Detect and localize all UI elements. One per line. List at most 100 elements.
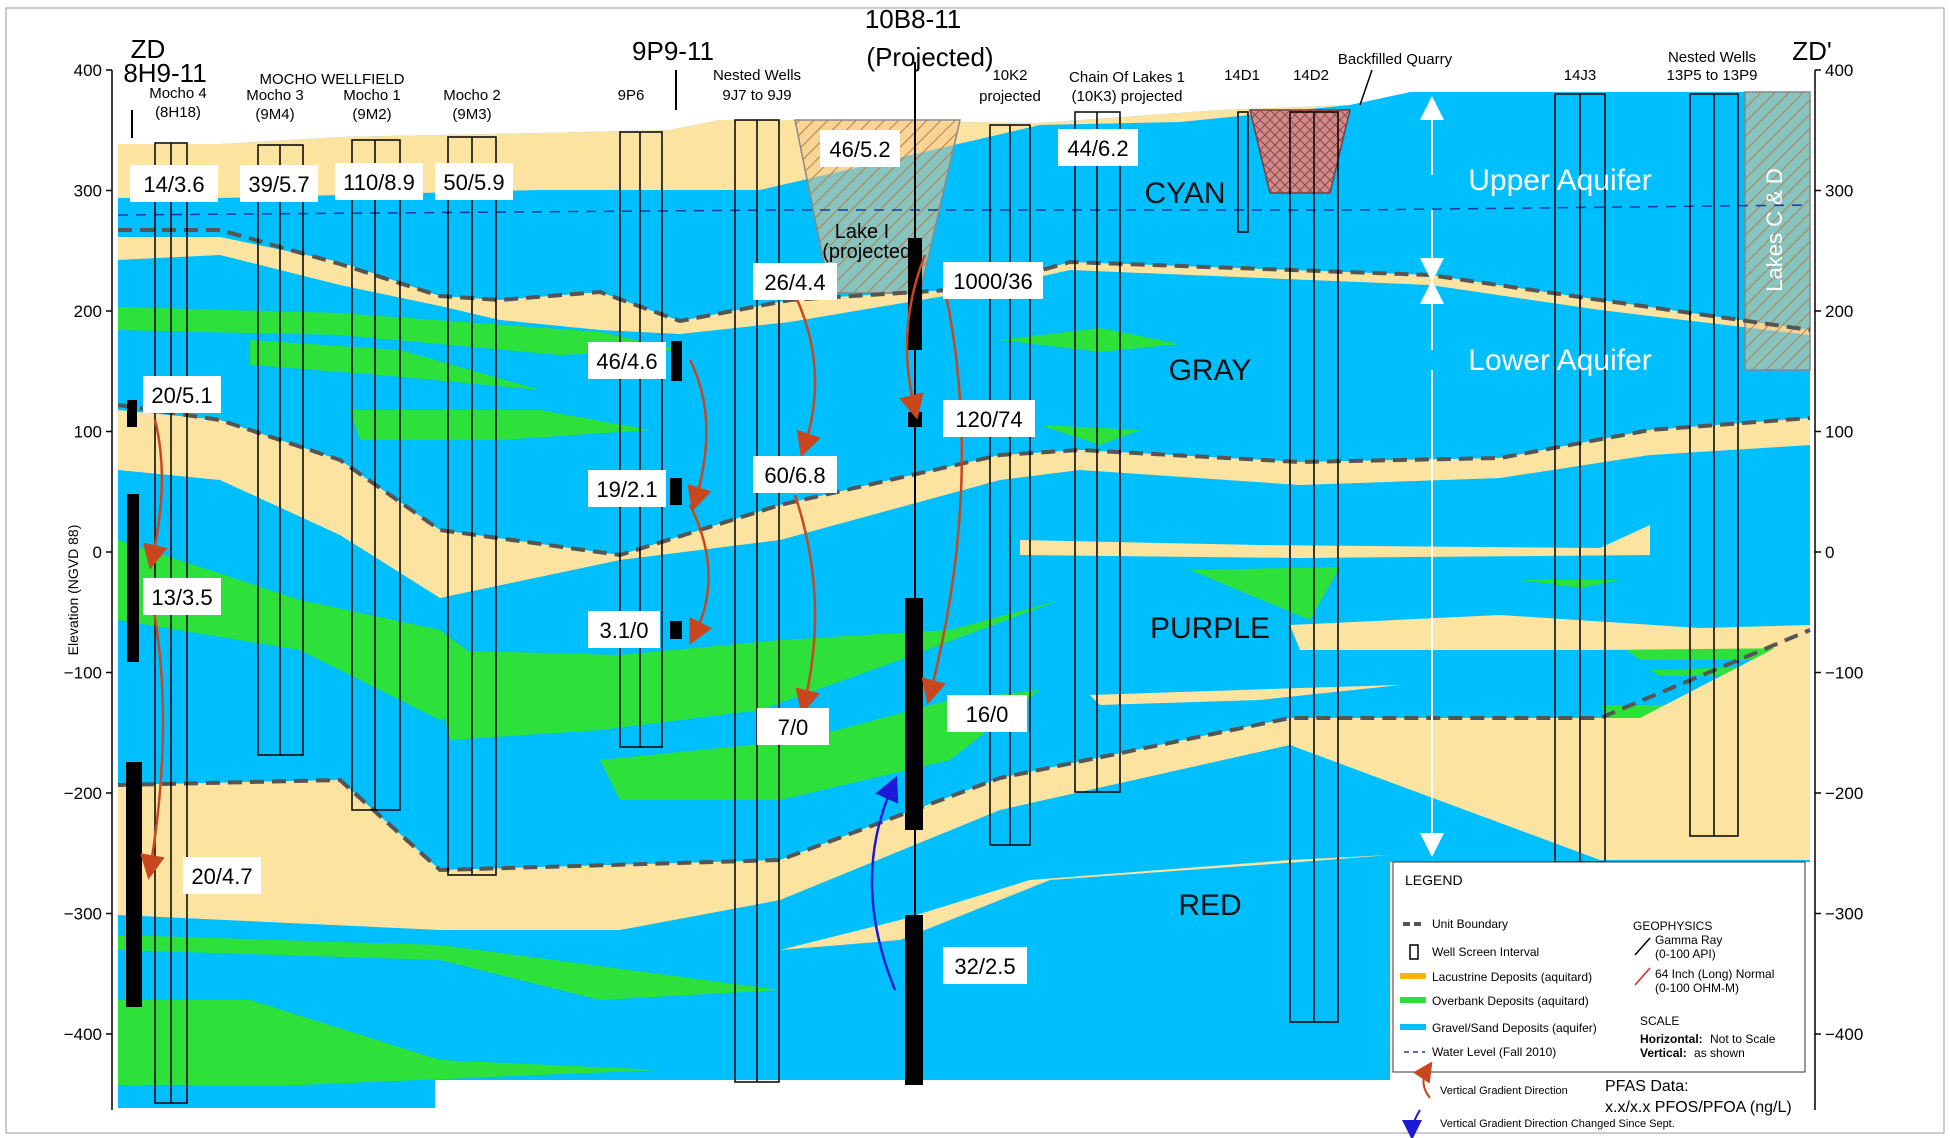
legend-scale-v-label: Vertical: — [1640, 1046, 1687, 1060]
left-tick-label: −200 — [64, 784, 102, 803]
pfas-9p9-1: 46/4.6 — [588, 342, 666, 379]
overbank-red-2 — [118, 1000, 660, 1085]
label-14j3: 14J3 — [1564, 67, 1597, 84]
screen-zd-2 — [127, 494, 139, 662]
lake-i-note: (projected) — [822, 241, 918, 263]
overbank-gray-4 — [1000, 328, 1180, 352]
gradient-changed-label: Vertical Gradient Direction Changed Sinc… — [1440, 1118, 1675, 1130]
legend-scale-v: Vertical: as shown — [1640, 1046, 1745, 1060]
pfas-nested-1: 26/4.4 — [753, 263, 837, 300]
legend-scale-h: Horizontal: Not to Scale — [1640, 1032, 1776, 1046]
legend-unit-boundary: Unit Boundary — [1432, 917, 1508, 931]
legend-gamma: Gamma Ray — [1655, 933, 1722, 947]
legend-geophysics-title: GEOPHYSICS — [1633, 919, 1712, 933]
label-10k2: 10K2 — [992, 67, 1027, 84]
label-nested-b-id: 13P5 to 13P9 — [1667, 67, 1758, 84]
label-chain: Chain Of Lakes 1 — [1069, 69, 1185, 86]
label-14d2: 14D2 — [1293, 67, 1329, 84]
arrow-9p9-1 — [687, 359, 712, 512]
overbank-purple-4 — [1190, 567, 1340, 620]
boundary-gray-purple — [117, 403, 1811, 558]
label-9p6: 9P6 — [618, 87, 645, 104]
label-chain-note: (10K3) projected — [1072, 88, 1183, 105]
svg-text:19/2.1: 19/2.1 — [596, 477, 657, 502]
lake-i-label: Lake I — [835, 221, 889, 243]
svg-text:3.1/0: 3.1/0 — [600, 618, 649, 643]
arrow-10b8-1 — [899, 254, 927, 420]
legend-normal: 64 Inch (Long) Normal — [1655, 967, 1774, 981]
legend-water-level: Water Level (Fall 2010) — [1432, 1045, 1556, 1059]
pfas-mocho3: 39/5.7 — [240, 165, 318, 202]
svg-text:60/6.8: 60/6.8 — [764, 463, 825, 488]
legend-swatch-overbank — [1400, 997, 1426, 1003]
boundary-purple-red — [117, 628, 1811, 873]
label-mocho-wellfield: MOCHO WELLFIELD — [259, 71, 404, 88]
right-tick-label: 200 — [1825, 302, 1853, 321]
legend-gamma-units: (0-100 API) — [1655, 947, 1716, 961]
label-10b8-note: (Projected) — [866, 42, 993, 72]
label-nested-a: Nested Wells — [713, 67, 801, 84]
pfas-data-format: x.x/x.x PFOS/PFOA (ng/L) — [1605, 1099, 1792, 1116]
diagram-frame — [5, 7, 1945, 1134]
legend-swatch-lacustrine — [1400, 973, 1426, 979]
pfas-mocho1: 110/8.9 — [335, 163, 423, 200]
right-tick-label: 100 — [1825, 423, 1853, 442]
pfas-chain: 44/6.2 — [1058, 129, 1138, 166]
pfas-mocho2: 50/5.9 — [435, 163, 513, 200]
legend-box — [1392, 861, 1806, 1073]
legend-well-screen: Well Screen Interval — [1432, 945, 1539, 959]
legend-swatch-normal — [1634, 967, 1651, 986]
lacustrine-red-2 — [780, 855, 1390, 950]
right-tick-label: 300 — [1825, 182, 1853, 201]
pfas-10b8-3: 16/0 — [947, 695, 1027, 732]
legend-overbank: Overbank Deposits (aquitard) — [1432, 994, 1589, 1008]
label-nested-b: Nested Wells — [1668, 49, 1756, 66]
legend-gravel: Gravel/Sand Deposits (aquifer) — [1432, 1021, 1597, 1035]
label-10k2-note: projected — [979, 88, 1041, 105]
legend-swatch-gravel — [1400, 1024, 1426, 1030]
well-9p6 — [619, 131, 663, 748]
label-9p9: 9P9-11 — [632, 36, 714, 66]
gradient-direction-icon — [1413, 1061, 1433, 1099]
left-tick-label: −300 — [64, 905, 102, 924]
label-mocho2: Mocho 2 — [443, 87, 501, 104]
lacustrine-top — [118, 105, 1350, 198]
screened-well-lines — [131, 62, 916, 1085]
svg-text:32/2.5: 32/2.5 — [954, 954, 1015, 979]
overbank-purple-5 — [1520, 580, 1620, 588]
lower-aquifer-label: Lower Aquifer — [1468, 344, 1651, 377]
right-tick-label: −300 — [1825, 905, 1863, 924]
left-tick-label: 300 — [74, 182, 102, 201]
screen-zd-1 — [127, 400, 137, 427]
pfas-10b8-2: 120/74 — [943, 400, 1035, 437]
legend-lacustrine: Lacustrine Deposits (aquitard) — [1432, 970, 1592, 984]
legend-scale-h-value: Not to Scale — [1710, 1032, 1776, 1046]
label-mocho4-id: (8H18) — [155, 104, 201, 121]
well-labels: ZD 8H9-11 Mocho 4 (8H18) MOCHO WELLFIELD… — [123, 4, 1831, 123]
label-10b8: 10B8-11 — [865, 4, 961, 34]
arrow-nested-2 — [793, 494, 820, 715]
arrow-changed-10b8 — [870, 775, 899, 991]
svg-text:46/5.2: 46/5.2 — [829, 137, 890, 162]
legend-swatch-screen — [1409, 944, 1419, 960]
overbank-gray-5 — [1040, 425, 1140, 445]
lacustrine-cyan-gray — [118, 237, 1810, 335]
label-leaders — [1359, 69, 1373, 106]
overbank-gray-3 — [350, 410, 650, 440]
svg-text:14/3.6: 14/3.6 — [143, 172, 204, 197]
screen-zd-3 — [126, 762, 142, 1007]
legend-scale-title: SCALE — [1640, 1014, 1679, 1028]
gradient-direction-label: Vertical Gradient Direction — [1440, 1085, 1568, 1097]
lacustrine-purple-3 — [1090, 685, 1400, 705]
arrow-9p9-2 — [688, 504, 712, 645]
label-zd-8h9: 8H9-11 — [123, 58, 206, 88]
right-tick-label: 0 — [1825, 543, 1834, 562]
label-mocho1: Mocho 1 — [343, 87, 401, 104]
lacustrine-red-1 — [118, 878, 780, 930]
pfas-10b8-1: 1000/36 — [943, 262, 1043, 299]
screen-9p9-2 — [670, 478, 682, 505]
right-tick-label: −100 — [1825, 664, 1863, 683]
